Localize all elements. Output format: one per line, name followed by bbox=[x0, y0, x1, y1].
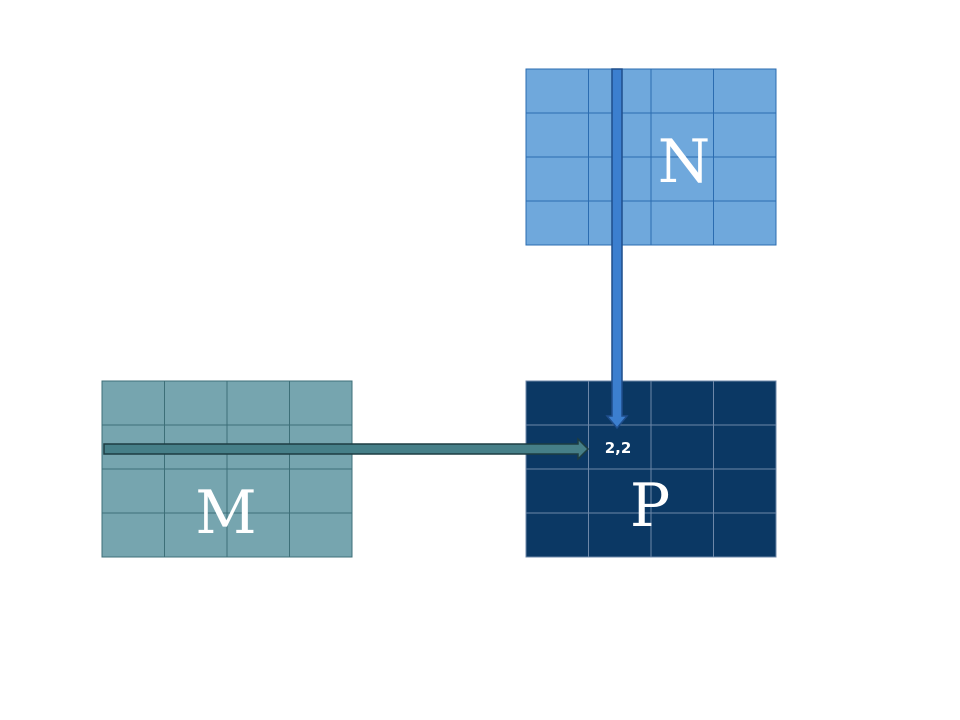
matrix-m-label: M bbox=[195, 478, 256, 548]
matrix-m-grid bbox=[101, 380, 353, 558]
matrix-p-grid bbox=[525, 380, 777, 558]
matrix-m: M bbox=[101, 380, 353, 558]
row-arrow bbox=[103, 437, 590, 461]
matrix-n-grid bbox=[525, 68, 777, 246]
matrix-n: N bbox=[525, 68, 777, 246]
column-arrow bbox=[605, 68, 629, 430]
matrix-n-label: N bbox=[658, 127, 711, 197]
matrix-p: 2,2 P bbox=[525, 380, 777, 558]
matrix-p-label: P bbox=[630, 471, 670, 541]
cell-2-2-label: 2,2 bbox=[605, 439, 632, 457]
